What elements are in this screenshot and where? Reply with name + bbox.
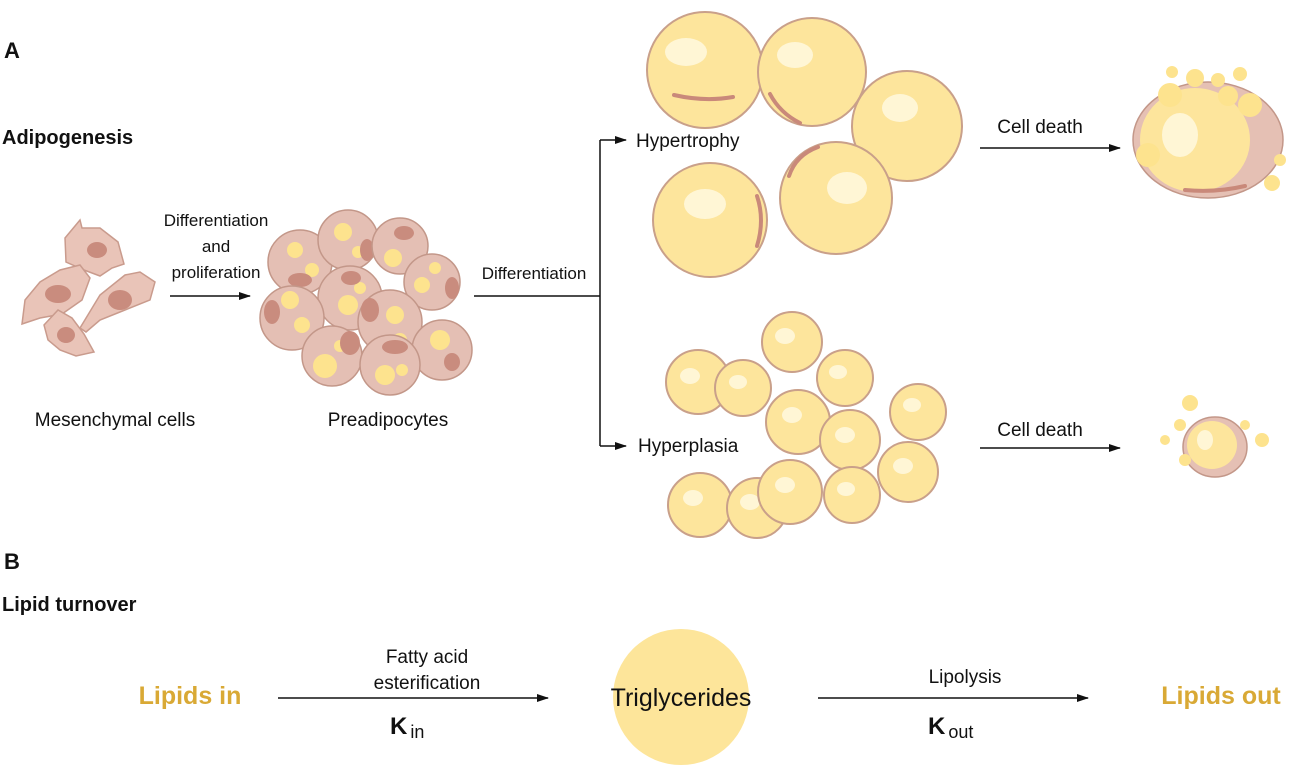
step1-line3: proliferation [172, 263, 261, 282]
dying-large-adipocyte [1132, 66, 1286, 199]
panel-b-letter: B [4, 549, 20, 574]
panel-b-title: Lipid turnover [2, 594, 137, 616]
panel-a-letter: A [4, 38, 20, 63]
lipids-out-label: Lipids out [1161, 682, 1281, 710]
preadipocytes-label: Preadipocytes [328, 410, 448, 431]
k-out-main: K [928, 713, 946, 740]
hypertrophic-adipocytes [646, 11, 963, 278]
panel-a-title: Adipogenesis [2, 127, 133, 149]
branch-arrows [474, 136, 627, 450]
hypertrophy-label: Hypertrophy [636, 131, 740, 152]
esterification-line2: esterification [374, 673, 481, 694]
cell-death-label-bottom: Cell death [997, 420, 1083, 441]
esterification-line1: Fatty acid [386, 647, 468, 668]
k-out-subscript: out [948, 722, 973, 742]
triglycerides-label: Triglycerides [611, 684, 752, 712]
step2-label: Differentiation [482, 264, 587, 283]
mesenchymal-label: Mesenchymal cells [35, 410, 196, 431]
cell-death-label-top: Cell death [997, 117, 1083, 138]
lipids-in-label: Lipids in [139, 682, 242, 710]
lipolysis-label: Lipolysis [929, 667, 1002, 688]
hyperplasia-label: Hyperplasia [638, 436, 739, 457]
k-in-subscript: in [410, 722, 424, 742]
triglycerides-circle [613, 629, 749, 765]
preadipocytes-illustration [259, 209, 473, 396]
k-in-main: K [390, 713, 408, 740]
step1-line1: Differentiation [164, 211, 269, 230]
dying-small-adipocyte [1160, 395, 1269, 478]
mesenchymal-cells-illustration [21, 218, 156, 357]
step1-line2: and [202, 237, 230, 256]
hyperplastic-adipocytes [665, 311, 947, 539]
